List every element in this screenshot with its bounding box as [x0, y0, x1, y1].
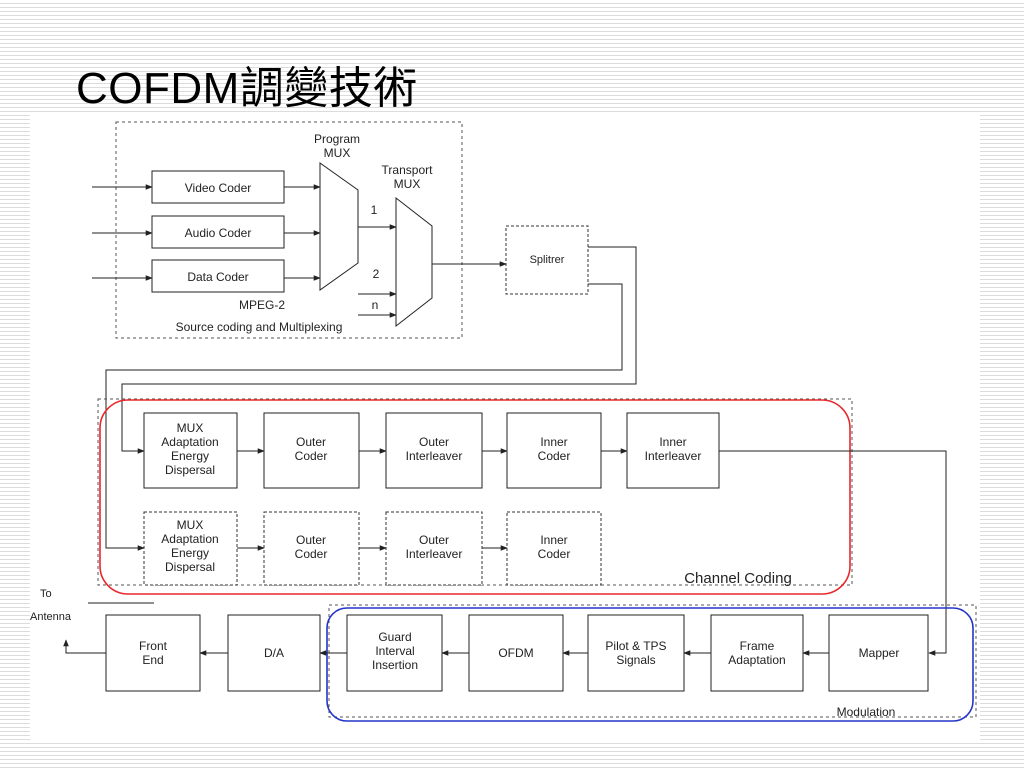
row1-outer-coder-line1: Outer — [296, 435, 326, 449]
row1-inner-coder-box — [506, 412, 602, 489]
video-coder-box — [151, 170, 285, 204]
transport-input-2: 2 — [373, 267, 380, 281]
splitter-to-row2-line — [105, 283, 623, 551]
transport-mux-shape — [395, 196, 433, 328]
row1-outer-interleaver-box — [385, 412, 483, 489]
row1-outer-interleaver-line1: Outer — [419, 435, 449, 449]
pilot-tps-line2: Signals — [616, 653, 655, 667]
modulation-dashed-region — [328, 604, 977, 718]
front-end-line2: End — [142, 653, 163, 667]
row1-outer-interleaver-line2: Interleaver — [406, 449, 463, 463]
row1-inner-interleaver-line1: Inner — [659, 435, 686, 449]
row2-outer-interleaver-box — [385, 511, 483, 586]
row1-mux-adaptation-line2: Adaptation — [161, 435, 218, 449]
splitter-box — [505, 225, 589, 295]
row1-inner-coder-line1: Inner — [540, 435, 567, 449]
row2-mux-adaptation-line1: MUX — [177, 518, 204, 532]
program-mux-label-line1: Program — [314, 132, 360, 146]
interleaver-to-mapper-line — [719, 450, 947, 656]
audio-coder-box — [151, 215, 285, 249]
front-end-line1: Front — [139, 639, 168, 653]
row2-inner-coder-line1: Inner — [540, 533, 567, 547]
row2-outer-coder-line2: Coder — [295, 547, 328, 561]
antenna-arrow — [63, 639, 106, 654]
row1-mux-adaptation-line1: MUX — [177, 421, 204, 435]
mpeg2-label: MPEG-2 — [239, 298, 285, 312]
pilot-tps-box — [587, 614, 685, 692]
guard-interval-box — [346, 614, 443, 692]
row2-inner-coder-box — [506, 511, 602, 586]
row1-mux-adaptation-line4: Dispersal — [165, 463, 215, 477]
row2-mux-adaptation-box — [143, 511, 238, 586]
ofdm-label: OFDM — [498, 646, 533, 660]
frame-adaptation-line2: Adaptation — [728, 653, 785, 667]
da-label: D/A — [264, 646, 284, 660]
row1-inner-interleaver-line2: Interleaver — [645, 449, 702, 463]
transport-input-n: n — [372, 298, 379, 312]
row2-outer-interleaver-line2: Interleaver — [406, 547, 463, 561]
guard-interval-line1: Guard — [378, 630, 411, 644]
row1-outer-coder-line2: Coder — [295, 449, 328, 463]
front-end-box — [105, 614, 201, 692]
row2-mux-adaptation-line2: Adaptation — [161, 532, 218, 546]
slide-title: COFDM調變技術 — [76, 64, 418, 113]
transport-input-1: 1 — [371, 203, 378, 217]
source-coding-region — [115, 121, 463, 339]
row1-mux-adaptation-box — [143, 412, 238, 489]
video-coder-label: Video Coder — [185, 181, 252, 195]
splitter-to-row1-line — [121, 246, 637, 454]
transport-mux-label-line2: MUX — [394, 177, 421, 191]
program-mux-shape — [319, 162, 359, 291]
antenna-label-line1: To — [40, 588, 52, 600]
ofdm-box — [468, 614, 564, 692]
audio-coder-label: Audio Coder — [185, 226, 252, 240]
row2-mux-adaptation-line4: Dispersal — [165, 560, 215, 574]
mapper-box — [828, 614, 929, 692]
data-coder-box — [151, 259, 285, 293]
row2-inner-coder-line2: Coder — [538, 547, 571, 561]
row2-outer-coder-line1: Outer — [296, 533, 326, 547]
source-section-label: Source coding and Multiplexing — [176, 320, 343, 334]
row1-inner-interleaver-box — [626, 412, 720, 489]
row2-outer-coder-box — [263, 511, 360, 586]
frame-adaptation-line1: Frame — [740, 639, 775, 653]
guard-interval-line2: Interval — [375, 644, 414, 658]
row1-inner-coder-line2: Coder — [538, 449, 571, 463]
program-mux-label-line2: MUX — [324, 146, 351, 160]
channel-coding-label: Channel Coding — [684, 570, 792, 587]
antenna-label-line2: Antenna — [30, 611, 72, 623]
modulation-outline — [326, 607, 974, 722]
row2-outer-interleaver-line1: Outer — [419, 533, 449, 547]
transport-mux-label-line1: Transport — [382, 163, 434, 177]
splitter-label: Splitrer — [530, 254, 565, 266]
channel-coding-outline — [99, 399, 851, 595]
data-coder-label: Data Coder — [187, 270, 248, 284]
row1-mux-adaptation-line3: Energy — [171, 449, 209, 463]
da-box — [227, 614, 321, 692]
modulation-label: Modulation — [837, 705, 896, 719]
row2-mux-adaptation-line3: Energy — [171, 546, 209, 560]
mapper-label: Mapper — [859, 646, 900, 660]
pilot-tps-line1: Pilot & TPS — [605, 639, 666, 653]
guard-interval-line3: Insertion — [372, 658, 418, 672]
